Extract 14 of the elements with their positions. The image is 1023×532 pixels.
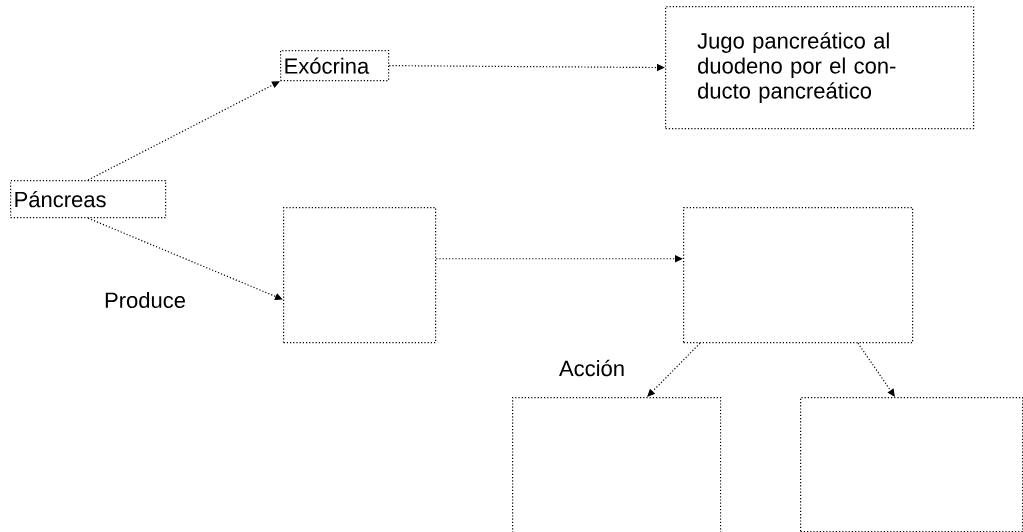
empty-box [512,397,722,532]
arrow [647,342,701,397]
text-box: Exócrina [280,50,390,82]
empty-box [683,207,914,344]
arrow [87,217,283,300]
arrow [435,255,683,263]
arrow [857,342,895,397]
arrow [87,81,280,181]
text-box: Jugo pancreático al duodeno por el con- ducto pancreático [665,6,975,130]
empty-box [800,397,1023,532]
label-text: Acción [559,359,624,377]
text-box: Páncreas [10,180,167,219]
label-text: Produce [105,291,185,309]
empty-box [283,207,437,344]
